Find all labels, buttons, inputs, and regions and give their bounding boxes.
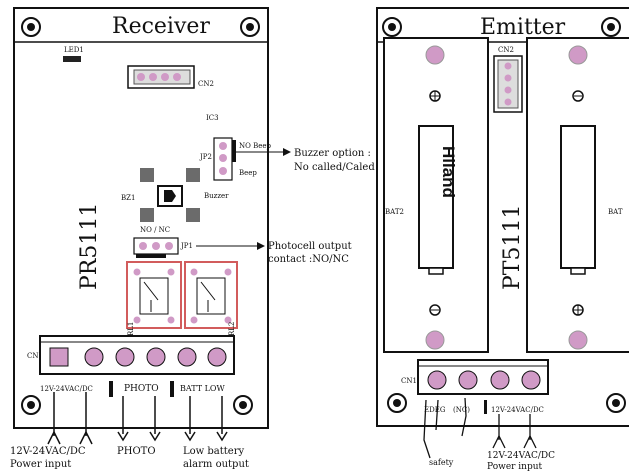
emitter-cn1-label: CN1 <box>401 377 417 385</box>
buzzer-label: Buzzer <box>204 192 229 200</box>
emitter-title: Emitter <box>480 15 566 40</box>
rl2-label: RL2 <box>228 322 236 336</box>
receiver-model: PR5111 <box>77 203 102 290</box>
buzzer-callout: Buzzer option : No called/Caled <box>236 148 375 173</box>
receiver-terminal-batt-label: BATT LOW <box>180 384 225 393</box>
receiver-low-battery-line1: Low battery <box>183 446 244 457</box>
rl1-label: RL1 <box>127 322 135 336</box>
emitter-power-input-line1: 12V-24VAC/DC <box>487 451 555 461</box>
receiver-title: Receiver <box>112 14 210 39</box>
emitter-mounting-holes <box>382 17 626 413</box>
receiver-cn1-label: CN1 <box>27 352 43 360</box>
emitter-model: PT5111 <box>500 205 525 290</box>
emitter-terminal-power-label: 12V-24VAC/DC <box>491 406 544 414</box>
receiver-board: Receiver LED1 CN2 IC3 JP2 NO Beep Beep <box>13 7 272 429</box>
jp2-beep-label: Beep <box>239 169 257 177</box>
bat-right-label: BAT <box>608 208 623 216</box>
receiver-power-input-line1: 12V-24VAC/DC <box>10 446 86 457</box>
receiver-cn2-label: CN2 <box>198 80 214 88</box>
receiver-bottom-wiring <box>47 392 228 445</box>
jp2-label: JP2 <box>199 153 212 161</box>
emitter-cn2-label: CN2 <box>498 46 514 54</box>
jp2-no-beep-label: NO Beep <box>239 142 272 150</box>
battery-brand-label: Hiland <box>439 146 458 198</box>
emitter-terminal-edge-label: EDEG <box>424 406 446 414</box>
receiver-photo-output: PHOTO <box>117 446 156 457</box>
battery-holder-bat2 <box>383 37 489 353</box>
emitter-cn1-terminal-block <box>417 359 549 395</box>
receiver-terminal-power-label: 12V-24VAC/DC <box>40 385 93 393</box>
buzzer-component <box>140 168 200 222</box>
led1 <box>63 56 81 62</box>
bat2-label: BAT2 <box>385 208 404 216</box>
receiver-mounting-holes <box>21 17 260 415</box>
receiver-terminal-photo-label: PHOTO <box>124 384 159 394</box>
buzzer-callout-line1: Buzzer option : <box>294 148 371 159</box>
receiver-power-input-line2: Power input <box>10 459 71 470</box>
photocell-callout: Photocell output contact :NO/NC <box>196 241 352 265</box>
receiver-low-battery-line2: alarm output <box>183 459 249 470</box>
bz1-label: BZ1 <box>121 194 135 202</box>
battery-holder-right <box>526 37 629 353</box>
relay-rl2 <box>184 261 238 329</box>
relay-rl1 <box>126 261 182 329</box>
photocell-callout-line1: Photocell output <box>268 241 352 252</box>
photocell-callout-line2: contact :NO/NC <box>268 254 349 265</box>
jp1-label: JP1 <box>180 242 193 250</box>
buzzer-callout-line2: No called/Caled <box>294 162 375 173</box>
receiver-cn1-terminal-block <box>39 335 235 375</box>
emitter-bottom-wiring <box>423 397 537 459</box>
led1-label: LED1 <box>64 46 84 54</box>
emitter-safety-label: safety <box>429 458 454 467</box>
ic3-label: IC3 <box>206 114 219 122</box>
no-nc-label: NO / NC <box>140 226 170 234</box>
emitter-power-input-line2: Power input <box>487 462 543 472</box>
emitter-terminal-nc-label: (NC) <box>453 406 470 414</box>
emitter-board: Emitter Hiland BAT2 CN2 PT5111 <box>376 7 629 427</box>
